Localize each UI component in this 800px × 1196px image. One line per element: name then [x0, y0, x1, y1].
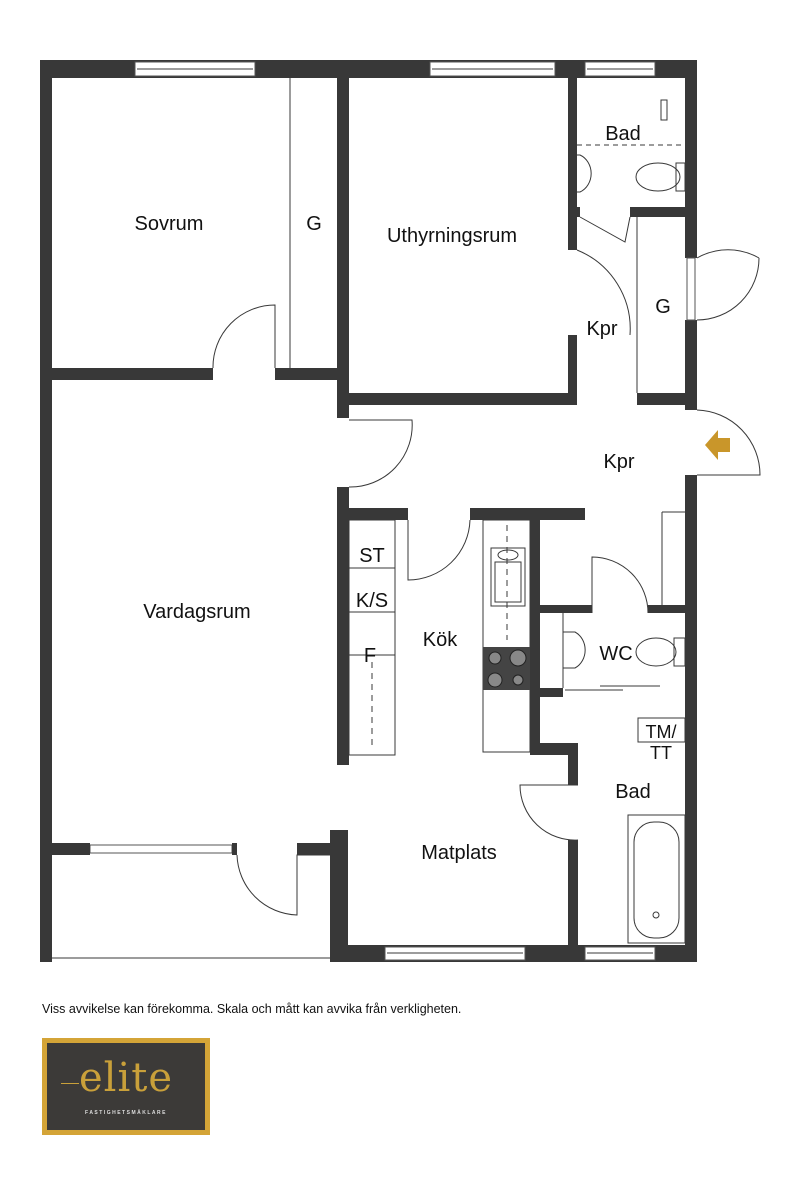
room-label-bad: Bad	[605, 123, 641, 145]
room-label-kpr: Kpr	[603, 451, 634, 473]
room-label-sovrum: Sovrum	[135, 213, 204, 235]
bathroom-fixtures	[562, 99, 686, 944]
appliance-label-st: ST	[359, 545, 385, 567]
logo-subtitle: FASTIGHETSMÄKLARE	[85, 1110, 167, 1116]
sink-icon	[490, 547, 526, 607]
windows	[89, 61, 696, 961]
disclaimer: Viss avvikelse kan förekomma. Skala och …	[42, 1002, 462, 1016]
room-label-kok: Kök	[423, 629, 458, 651]
room-label-vardagsrum: Vardagsrum	[143, 601, 250, 623]
sink-icon	[563, 631, 586, 669]
room-label-kpr: Kpr	[586, 318, 617, 340]
washer-dryer-box	[637, 717, 686, 743]
bathtub-icon	[627, 814, 686, 944]
room-label-g: G	[655, 296, 671, 318]
sink-icon	[570, 154, 592, 193]
wall-right	[685, 475, 697, 962]
floor-plan: Sovrum G Uthyrningsrum Bad Kpr G Kpr Var…	[40, 60, 761, 962]
wall-right	[685, 60, 697, 258]
appliance-label-f: F	[364, 645, 376, 667]
toilet-icon	[635, 637, 677, 667]
appliance-label-tt: TT	[650, 743, 672, 763]
elite-logo: elite FASTIGHETSMÄKLARE	[42, 1038, 210, 1135]
appliance-label-tm: TM/	[646, 722, 677, 742]
toilet-icon	[635, 162, 681, 192]
room-label-uthyrningsrum: Uthyrningsrum	[387, 225, 517, 247]
kitchen-fixtures	[348, 519, 531, 756]
wall-left	[40, 60, 52, 962]
entrance-arrow-icon	[705, 430, 730, 460]
wall-right	[685, 320, 697, 410]
room-label-matplats: Matplats	[421, 842, 497, 864]
interior-walls	[52, 78, 685, 962]
doors	[212, 78, 761, 916]
shower-icon	[660, 99, 668, 121]
appliance-label-ks: K/S	[356, 590, 388, 612]
room-label-bad: Bad	[615, 781, 651, 803]
room-label-wc: WC	[599, 643, 632, 665]
room-label-g: G	[306, 213, 322, 235]
logo-word: elite	[78, 1055, 173, 1101]
